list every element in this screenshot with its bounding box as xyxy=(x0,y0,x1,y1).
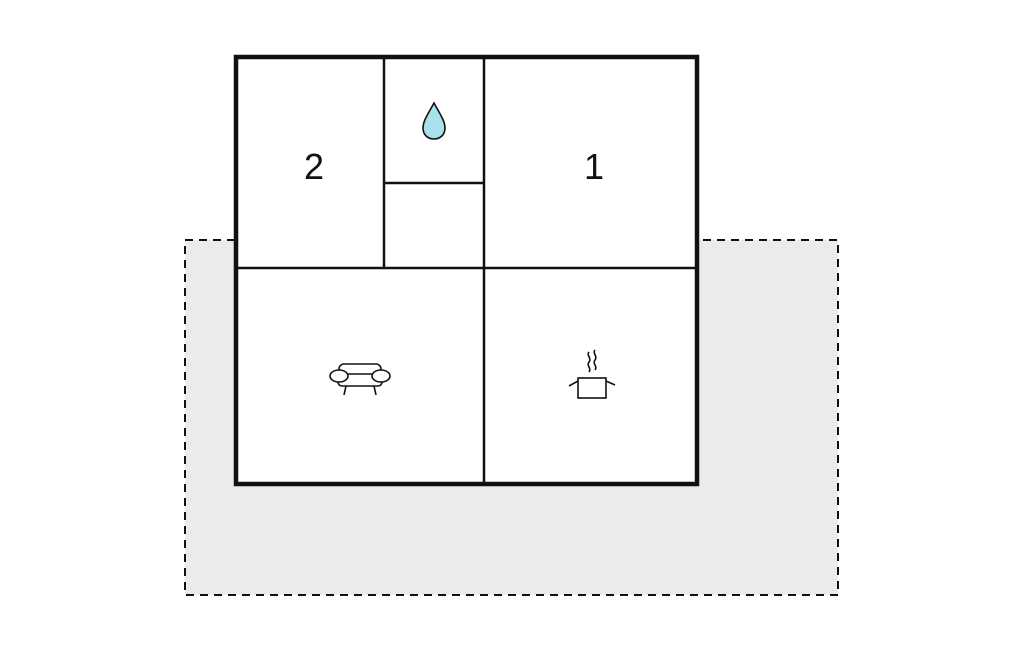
house-interior xyxy=(236,57,697,484)
water-drop-icon xyxy=(422,101,446,140)
sofa-icon xyxy=(329,363,391,396)
cooking-pot-icon xyxy=(568,349,616,399)
exterior-walls xyxy=(233,54,700,487)
interior-walls xyxy=(236,57,697,484)
room-label-bedroom-1: 1 xyxy=(584,146,604,187)
room-label-bedroom-2: 2 xyxy=(304,146,324,187)
